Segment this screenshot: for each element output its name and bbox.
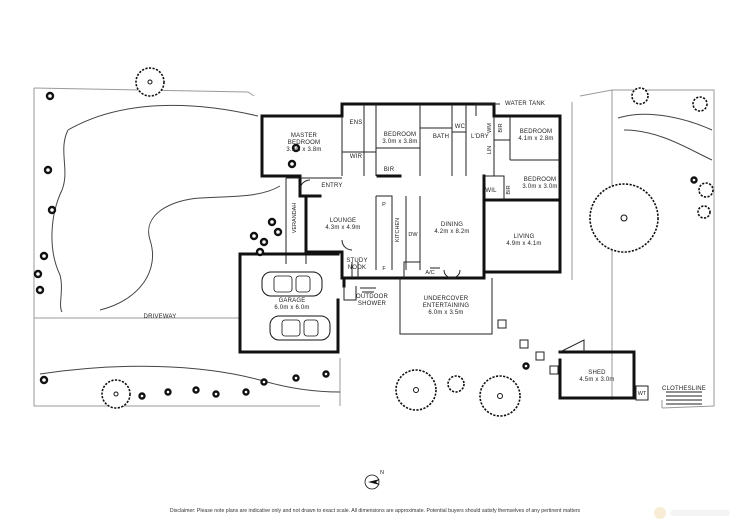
bir-3-label: BIR xyxy=(506,185,512,194)
dw-label: DW xyxy=(408,232,418,238)
water-tank-label: WATER TANK xyxy=(505,101,545,107)
tree-icon xyxy=(631,87,649,105)
garden-paths xyxy=(39,104,713,393)
undercover-label: UNDERCOVER xyxy=(424,296,469,302)
shed-size: 4.5m x 3.0m xyxy=(579,377,614,383)
kitchen-label: KITCHEN xyxy=(395,218,401,242)
ldry-label: L'DRY xyxy=(471,134,489,140)
car-icon xyxy=(261,271,323,297)
living-size: 4.9m x 4.1m xyxy=(506,241,541,247)
tree-icon xyxy=(589,183,659,253)
master-bedroom-size: 3.9m x 3.8m xyxy=(286,147,321,153)
lin-label: LIN xyxy=(487,146,493,155)
tree-icon xyxy=(479,375,521,417)
master-bedroom-label-2: BEDROOM xyxy=(288,140,320,146)
tree-icon xyxy=(692,96,708,112)
tree-icon xyxy=(395,369,437,411)
pantry-label: P xyxy=(382,202,386,208)
outdoor-shower-label: OUTDOOR xyxy=(356,294,389,300)
garage-size: 6.0m x 6.0m xyxy=(274,305,309,311)
bedroom-3-label: BEDROOM xyxy=(520,129,552,135)
study-nook-label: STUDY xyxy=(346,258,367,264)
garden-shrubs xyxy=(33,91,698,400)
ens-label: ENS xyxy=(350,120,363,126)
undercover-label-2: ENTERTAINING xyxy=(423,303,470,309)
bedroom-2-label: BEDROOM xyxy=(384,132,416,138)
outdoor-shower-label-2: SHOWER xyxy=(358,301,387,307)
clothesline-label: CLOTHESLINE xyxy=(662,386,706,392)
wm-label: WM xyxy=(487,123,493,133)
wir-label: WIR xyxy=(350,154,363,160)
dining-label: DINING xyxy=(441,222,463,228)
bedroom-2-size: 3.0m x 3.8m xyxy=(382,139,417,145)
garage xyxy=(238,252,340,354)
bedroom-3-size: 4.1m x 2.8m xyxy=(518,136,553,142)
shed xyxy=(558,339,702,405)
undercover-size: 6.0m x 3.5m xyxy=(428,310,463,316)
verandah-label: VERANDAH xyxy=(292,203,298,234)
master-bedroom-label: MASTER xyxy=(291,133,318,139)
shed-label: SHED xyxy=(588,370,606,376)
ac-label: A/C xyxy=(425,270,434,276)
tree-icon xyxy=(698,182,714,198)
tree-icon xyxy=(447,375,465,393)
entry-label: ENTRY xyxy=(321,183,342,189)
garage-label: GARAGE xyxy=(279,298,306,304)
bedroom-4-label: BEDROOM xyxy=(524,177,556,183)
tree-icon xyxy=(697,205,711,219)
tree-icon xyxy=(101,379,131,409)
wil-label: WIL xyxy=(485,188,497,194)
house-walls xyxy=(260,102,562,288)
bedroom-4-size: 3.0m x 3.0m xyxy=(522,184,557,190)
bir-2-label: BIR xyxy=(498,123,504,132)
tree-icon xyxy=(135,67,165,97)
lounge-label: LOUNGE xyxy=(330,218,357,224)
dining-size: 4.2m x 8.2m xyxy=(434,229,469,235)
bath-label: BATH xyxy=(433,134,449,140)
study-nook-label-2: NOOK xyxy=(348,265,366,271)
driveway-label: DRIVEWAY xyxy=(144,314,177,320)
outdoor-structures xyxy=(286,177,559,375)
wt-label: WT xyxy=(638,391,647,397)
living-label: LIVING xyxy=(514,234,535,240)
compass-label: N xyxy=(380,470,384,476)
door-swings xyxy=(299,179,461,279)
fridge-label: F xyxy=(382,266,386,272)
lounge-size: 4.3m x 4.9m xyxy=(325,225,360,231)
room-labels: MASTER BEDROOM 3.9m x 3.8m ENS WIR BEDRO… xyxy=(144,101,706,397)
compass-icon: N xyxy=(364,470,384,490)
bir-label: BIR xyxy=(384,167,395,173)
wc-label: WC xyxy=(455,124,466,130)
disclaimer-text: Disclaimer: Please note plans are indica… xyxy=(169,508,581,514)
agency-logo-watermark xyxy=(654,507,730,519)
car-icon xyxy=(269,315,331,341)
